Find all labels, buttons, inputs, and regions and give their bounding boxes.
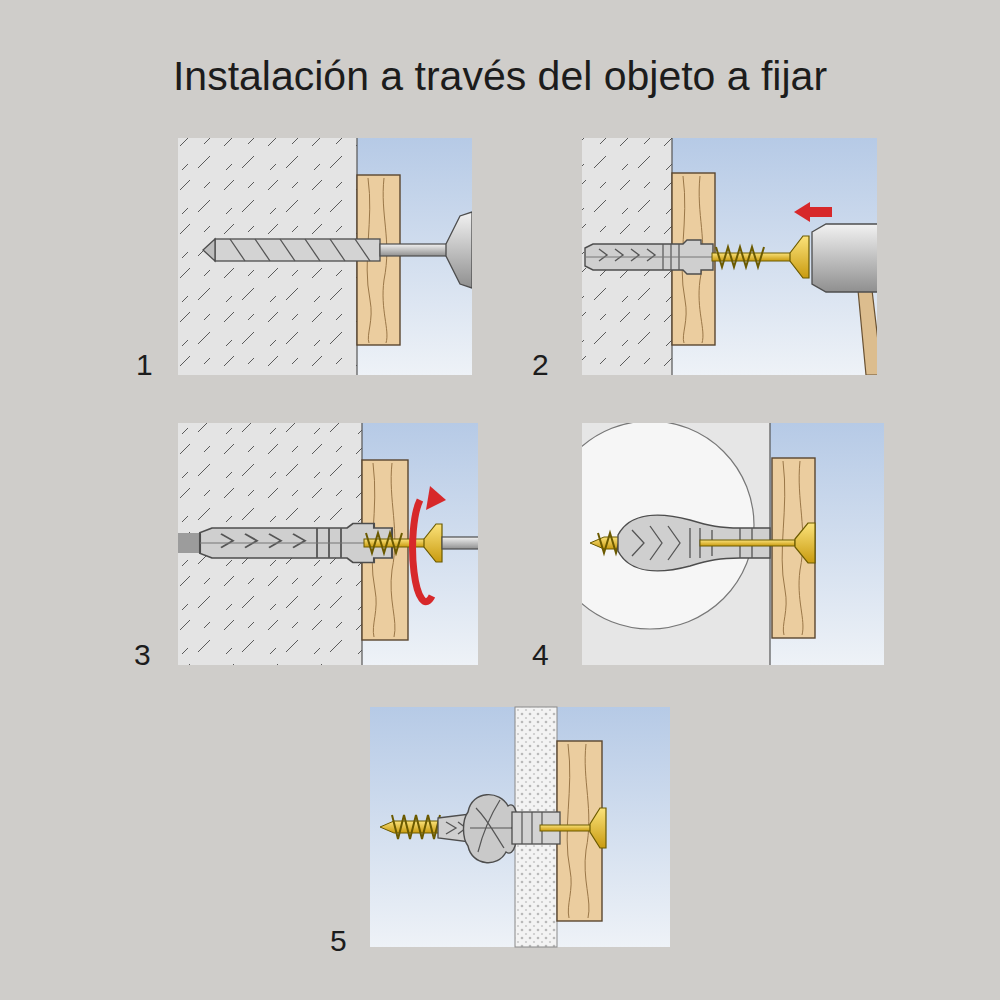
screw-head [795, 523, 815, 563]
rotation-arrow [413, 500, 432, 602]
plug-knot-detail [470, 800, 512, 852]
drill-chuck [446, 212, 472, 288]
panel-1 [178, 138, 472, 375]
wall-plug [200, 523, 392, 562]
red-arrow-shaft [808, 207, 832, 217]
title: Instalación a través del objeto a fijar [0, 52, 1000, 101]
screw-thread [366, 533, 402, 553]
cavity [582, 423, 754, 629]
drill-shank [380, 244, 448, 256]
drill-flute [230, 239, 370, 261]
screw-shaft [540, 825, 592, 831]
red-arrow-head [794, 202, 810, 222]
callout-number: 5 [330, 926, 347, 956]
drill-bit [215, 239, 380, 261]
panel-4 [546, 421, 884, 665]
rotation-arrow-head [426, 486, 446, 510]
panel-3 [178, 423, 478, 665]
callout-number: 2 [532, 350, 549, 380]
screw-head [424, 524, 442, 562]
callout-number: 1 [136, 350, 153, 380]
sky [370, 707, 670, 947]
panel-5 [370, 707, 670, 947]
callout-number: 3 [134, 640, 151, 670]
screw-head [590, 808, 606, 848]
screw-thread [392, 815, 440, 839]
plug-knot [464, 795, 517, 863]
hammer-head [812, 224, 877, 292]
plug-rib [522, 812, 542, 844]
screwdriver-bit [442, 537, 478, 549]
screw-head [790, 236, 809, 278]
drill-tip [203, 239, 215, 261]
wall-plug [585, 240, 713, 274]
screw-thread [716, 247, 764, 267]
panel-2 [582, 138, 877, 375]
callout-number: 4 [532, 640, 549, 670]
screw-shaft [700, 540, 795, 546]
wood-board [772, 458, 815, 638]
hammer-handle [858, 290, 877, 375]
